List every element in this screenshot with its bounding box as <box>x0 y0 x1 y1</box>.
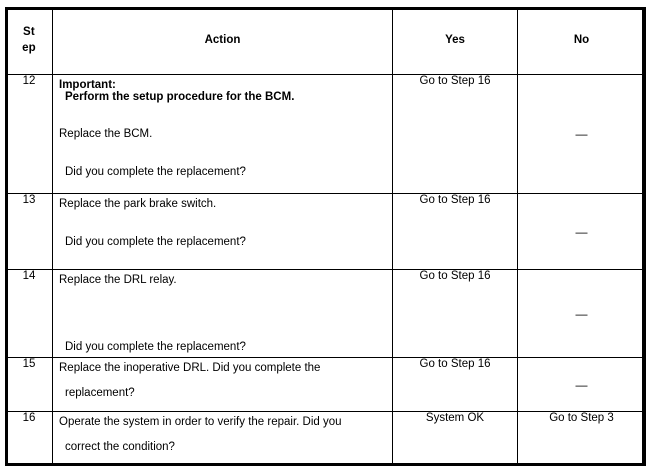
column-header-action: Action <box>52 7 393 75</box>
action-line: Important: <box>59 79 116 91</box>
table-header-row: St ep Action Yes No <box>5 7 646 75</box>
table-row: 16 Operate the system in order to verify… <box>5 411 646 466</box>
table-row: 15 Replace the inoperative DRL. Did you … <box>5 357 646 412</box>
table-row: 12 Important: Perform the setup procedur… <box>5 74 646 194</box>
cell-action: Replace the inoperative DRL. Did you com… <box>52 357 393 412</box>
cell-yes-value: Go to Step 16 <box>419 270 491 282</box>
column-header-step-line1: St <box>23 26 35 39</box>
action-line: Did you complete the replacement? <box>65 235 246 248</box>
cell-yes: Go to Step 16 <box>392 269 518 358</box>
cell-no: — <box>517 74 646 194</box>
column-header-yes: Yes <box>392 7 518 75</box>
diagnostic-step-table: St ep Action Yes No 12 Important: Perfor… <box>5 7 646 466</box>
cell-no-value: — <box>575 127 588 141</box>
action-line: Replace the DRL relay. <box>59 274 177 286</box>
cell-no: — <box>517 357 646 412</box>
cell-step-number: 13 <box>5 193 53 270</box>
cell-no: — <box>517 193 646 270</box>
line-spacer <box>59 211 388 237</box>
cell-no-value: — <box>575 377 588 392</box>
cell-no: — <box>517 269 646 358</box>
table-frame-right <box>642 7 645 466</box>
action-line: Did you complete the replacement? <box>65 340 246 353</box>
action-line: correct the condition? <box>65 440 175 453</box>
cell-step-number: 12 <box>5 74 53 194</box>
table-frame-bottom <box>5 463 645 466</box>
line-spacer <box>59 429 388 442</box>
line-spacer <box>59 287 388 342</box>
cell-yes: Go to Step 16 <box>392 193 518 270</box>
cell-step-number: 15 <box>5 357 53 412</box>
cell-action: Replace the park brake switch. Did you c… <box>52 193 393 270</box>
action-line: Replace the park brake switch. <box>59 198 217 210</box>
column-header-step: St ep <box>5 7 53 75</box>
cell-step-number: 16 <box>5 411 53 466</box>
line-spacer <box>59 103 388 129</box>
cell-action: Replace the DRL relay. Did you complete … <box>52 269 393 358</box>
cell-yes-value: System OK <box>425 412 485 424</box>
cell-yes-value: Go to Step 16 <box>419 75 491 87</box>
action-line: Perform the setup procedure for the BCM. <box>65 90 295 103</box>
cell-yes-value: Go to Step 16 <box>419 358 491 370</box>
cell-no-value: — <box>575 224 588 239</box>
cell-yes-value: Go to Step 16 <box>419 194 491 206</box>
cell-step-number: 14 <box>5 269 53 358</box>
table-row: 13 Replace the park brake switch. Did yo… <box>5 193 646 270</box>
cell-yes: System OK <box>392 411 518 466</box>
cell-action: Important: Perform the setup procedure f… <box>52 74 393 194</box>
action-line: Replace the BCM. <box>59 128 153 140</box>
action-line: replacement? <box>65 386 135 399</box>
column-header-step-line2: ep <box>22 42 36 54</box>
cell-no-value: Go to Step 3 <box>549 412 614 424</box>
cell-yes: Go to Step 16 <box>392 74 518 194</box>
line-spacer <box>59 141 388 167</box>
cell-yes: Go to Step 16 <box>392 357 518 412</box>
line-spacer <box>59 375 388 388</box>
cell-no: Go to Step 3 <box>517 411 646 466</box>
action-line: Did you complete the replacement? <box>65 165 246 178</box>
column-header-no: No <box>517 7 646 75</box>
table-row: 14 Replace the DRL relay. Did you comple… <box>5 269 646 358</box>
table-frame-top <box>5 7 645 10</box>
cell-no-value: — <box>575 306 588 321</box>
cell-action: Operate the system in order to verify th… <box>52 411 393 466</box>
action-line: Operate the system in order to verify th… <box>59 416 342 428</box>
action-line: Replace the inoperative DRL. Did you com… <box>59 362 321 374</box>
table-frame-left <box>5 7 8 466</box>
